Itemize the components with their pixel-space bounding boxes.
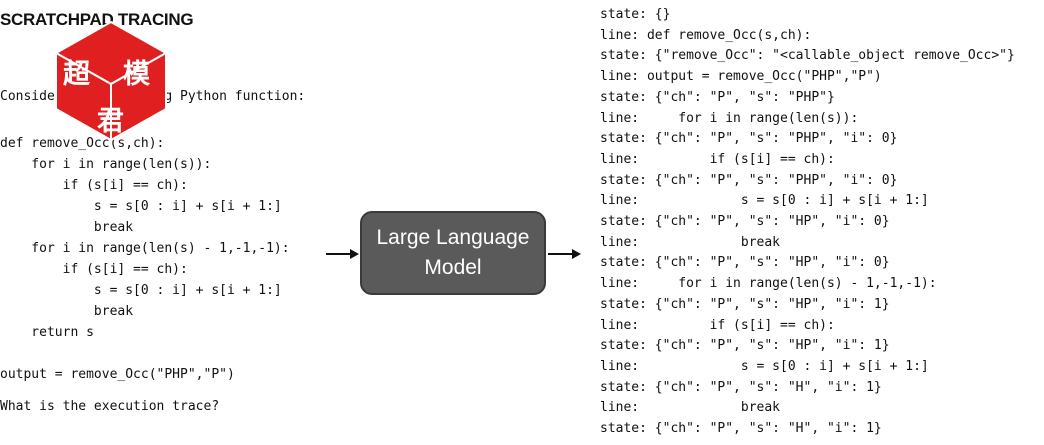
trace-line: state: {"ch": "P", "s": "PHP"} (600, 89, 835, 105)
code-line: s = s[0 : i] + s[i + 1:] (0, 199, 282, 214)
code-line: output = remove_Occ("PHP","P") (0, 367, 235, 382)
code-line: if (s[i] == ch): (0, 262, 188, 277)
code-line (0, 343, 290, 364)
trace-line: state: {"ch": "P", "s": "HP", "i": 1} (600, 296, 890, 312)
llm-flow: Large Language Model (320, 205, 590, 305)
code-line: return s (0, 325, 94, 340)
trace-line: line: output = remove_Occ("PHP","P") (600, 69, 882, 85)
trace-line: state: {"ch": "P", "s": "HP", "i": 1} (600, 338, 890, 354)
prompt-question: What is the execution trace? (0, 399, 220, 414)
python-code-block: def remove_Occ(s,ch): for i in range(len… (0, 133, 290, 385)
execution-trace: state: {} line: def remove_Occ(s,ch):stat… (600, 5, 1015, 440)
trace-line: line: s = s[0 : i] + s[i + 1:] (600, 193, 929, 209)
trace-line: line: s = s[0 : i] + s[i + 1:] (600, 358, 929, 374)
output-arrow-icon (572, 249, 581, 259)
code-line: if (s[i] == ch): (0, 178, 188, 193)
code-line: break (0, 220, 134, 235)
section-heading: SCRATCHPAD TRACING (0, 10, 194, 29)
trace-line: state: {"remove_Occ": "<callable_object … (600, 48, 1015, 64)
code-line: for i in range(len(s)): (0, 157, 212, 172)
trace-line: state: {"ch": "P", "s": "PHP", "i": 0} (600, 131, 898, 147)
llm-label-line2: Model (424, 256, 482, 279)
logo-cube-icon (53, 20, 169, 142)
code-line: s = s[0 : i] + s[i + 1:] (0, 283, 282, 298)
llm-box: Large Language Model (360, 211, 546, 295)
logo-char-2: 模 (123, 59, 150, 90)
llm-label-line1: Large Language (376, 226, 530, 249)
code-line: def remove_Occ(s,ch): (0, 136, 165, 151)
trace-line: line: break (600, 400, 781, 416)
trace-line: line: if (s[i] == ch): (600, 317, 835, 333)
trace-line: line: for i in range(len(s) - 1,-1,-1): (600, 276, 937, 292)
logo-char-1: 超 (63, 59, 90, 90)
trace-line: line: for i in range(len(s)): (600, 110, 859, 126)
code-line: for i in range(len(s) - 1,-1,-1): (0, 241, 290, 256)
code-line: break (0, 304, 134, 319)
flow-arrows (326, 249, 581, 259)
trace-line: state: {} (600, 7, 671, 22)
trace-line: line: break (600, 234, 781, 250)
trace-line: state: {"ch": "P", "s": "PHP", "i": 0} (600, 172, 898, 188)
watermark-logo: 超 模 君 (48, 18, 174, 144)
trace-line: line: def remove_Occ(s,ch): (600, 27, 812, 43)
trace-line: state: {"ch": "P", "s": "HP", "i": 0} (600, 255, 890, 271)
logo-char-3: 君 (97, 106, 124, 137)
trace-line: state: {"ch": "P", "s": "H", "i": 1} (600, 379, 882, 395)
trace-line: state: {"ch": "P", "s": "HP", "i": 0} (600, 214, 890, 230)
trace-line: state: {"ch": "P", "s": "H", "i": 1} (600, 421, 882, 437)
trace-line: line: if (s[i] == ch): (600, 151, 835, 167)
input-arrow-icon (350, 249, 359, 259)
